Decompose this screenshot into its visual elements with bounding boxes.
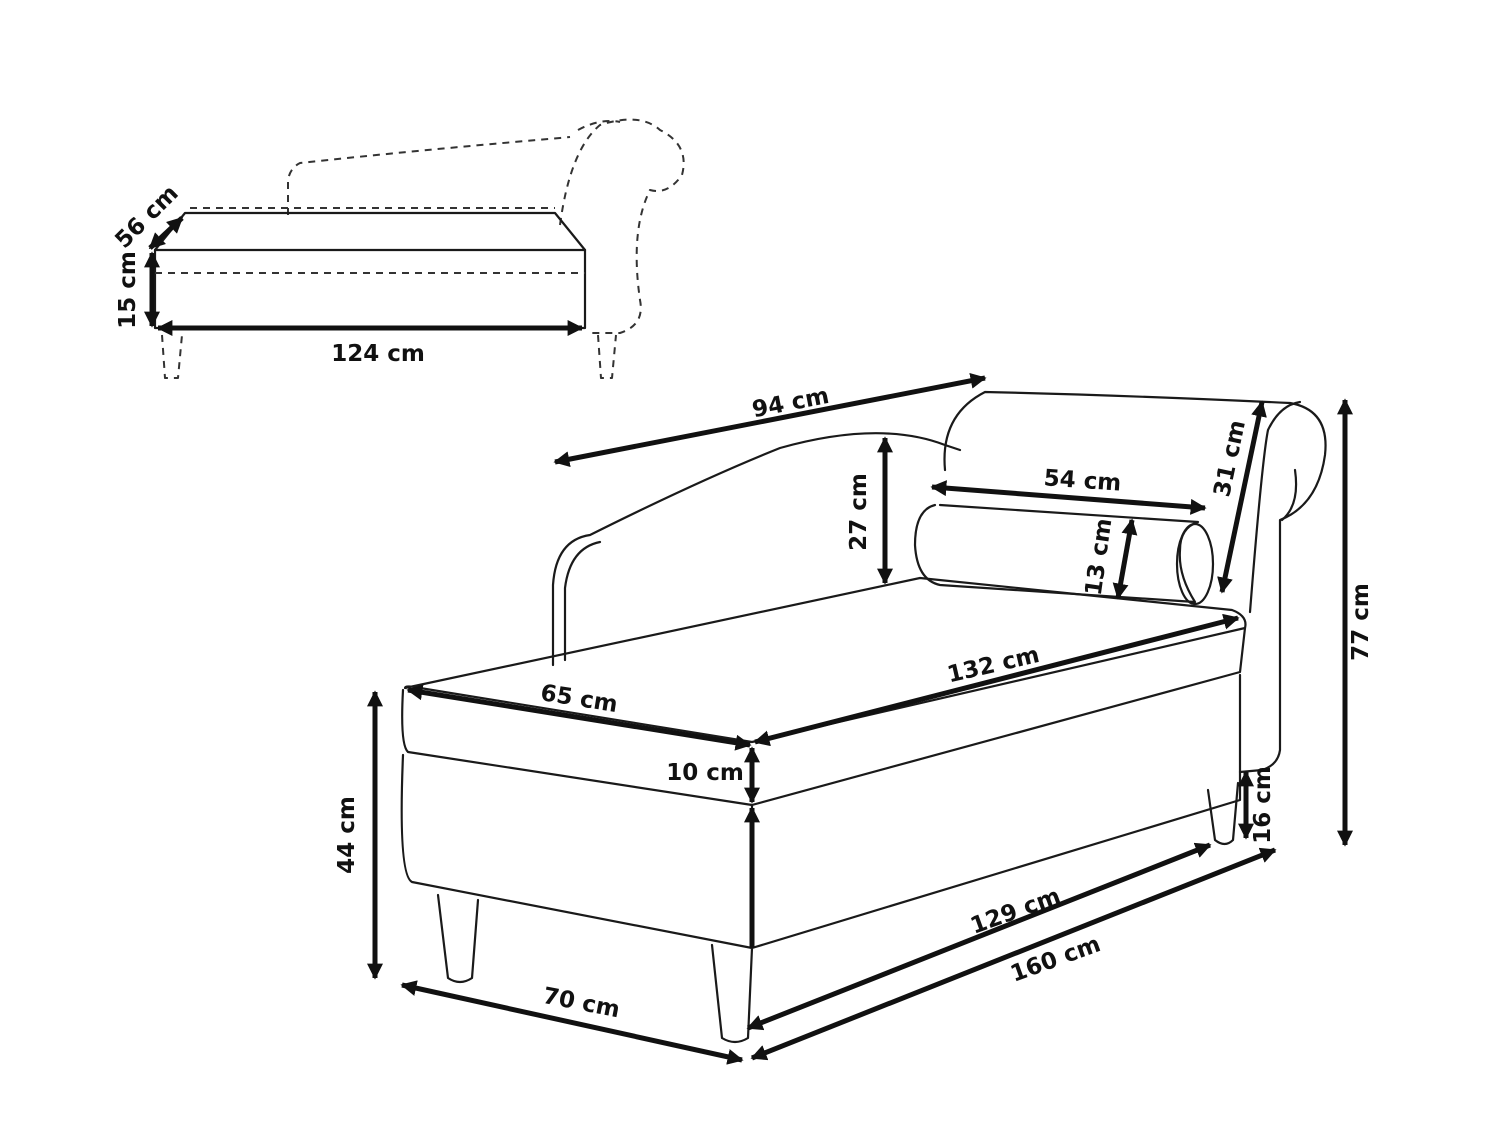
- inset-ghost-backline: [577, 120, 621, 131]
- dim-arrow-13: [1112, 518, 1138, 600]
- dim-arrow-56: [148, 216, 184, 250]
- label-13cm: 13 cm: [1081, 517, 1118, 597]
- label-54cm: 54 cm: [1043, 465, 1122, 496]
- dim-arrow-70: [400, 980, 744, 1065]
- dim-arrow-160: [750, 847, 1277, 1061]
- dim-arrow-94: [553, 372, 987, 468]
- inset-ghost-leg-right: [597, 334, 617, 379]
- seat-top: [403, 576, 1247, 744]
- base-front: [400, 673, 1242, 950]
- inset-box-top: [153, 211, 587, 252]
- dim-arrow-31: [1217, 400, 1267, 594]
- label-56cm: 56 cm: [110, 180, 183, 253]
- backrest-inner: [563, 540, 602, 662]
- storage-inset: 56 cm 15 cm 124 cm: [110, 118, 685, 379]
- label-16cm: 16 cm: [1250, 766, 1276, 844]
- armrest-roll-line: [1280, 468, 1298, 522]
- armrest-outline: [943, 390, 1327, 774]
- leg-back-right: [1206, 781, 1240, 846]
- label-10cm: 10 cm: [666, 760, 744, 786]
- dim-arrow-132: [753, 613, 1240, 747]
- bolster-outline: [913, 503, 1200, 604]
- inset-ghost-armrest: [559, 118, 685, 334]
- label-27cm: 27 cm: [846, 473, 872, 551]
- dim-arrow-65: [406, 684, 752, 751]
- label-124cm: 124 cm: [331, 341, 425, 367]
- label-77cm: 77 cm: [1348, 583, 1374, 661]
- dim-arrow-54: [930, 480, 1207, 515]
- chaise-main-view: 94 cm 27 cm 54 cm 13 cm 31 cm 77 cm 132 …: [334, 372, 1374, 1065]
- inset-ghost-backrest: [287, 136, 571, 215]
- label-15cm: 15 cm: [115, 251, 141, 329]
- seat-cushion-front: [401, 626, 1247, 807]
- leg-front-right: [710, 943, 754, 1044]
- label-44cm: 44 cm: [334, 796, 360, 874]
- bolster-end: [1175, 522, 1215, 606]
- inset-ghost-leg-left: [161, 334, 183, 379]
- inset-box-front: [153, 248, 587, 330]
- label-129cm: 129 cm: [967, 883, 1064, 939]
- backrest-outline: [551, 432, 962, 667]
- leg-front-left: [436, 893, 480, 984]
